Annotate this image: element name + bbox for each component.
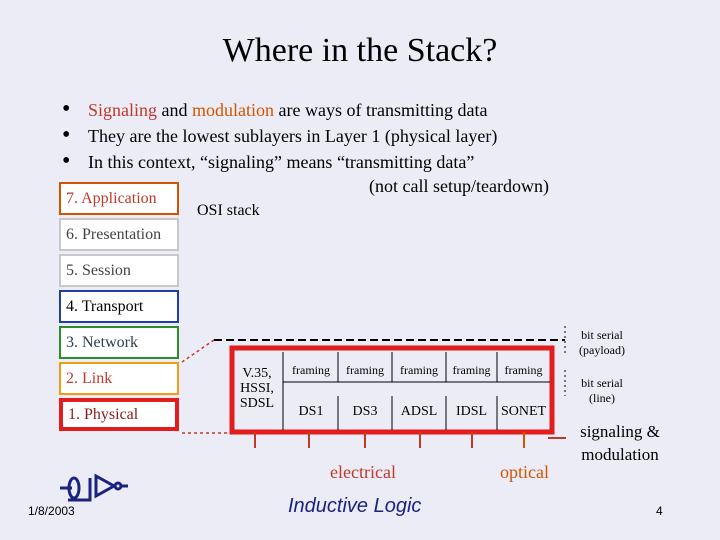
signal-ds3: DS3: [352, 404, 378, 419]
v35-hssi-sdsl-label: V.35, HSSI, SDSL: [239, 366, 275, 411]
signaling-modulation-label: signaling & modulation: [580, 422, 660, 464]
layer-application: 7. Application: [59, 182, 179, 215]
signal-sonet: SONET: [500, 404, 547, 419]
bullet-3: In this context, “signaling” means “tran…: [88, 152, 475, 172]
framing-cell: framing: [452, 363, 491, 377]
osi-stack-label: OSI stack: [197, 202, 260, 219]
layer-presentation: 6. Presentation: [59, 218, 179, 251]
bullet-1-and: and: [157, 100, 193, 120]
layer-network: 3. Network: [59, 326, 179, 359]
physical-box: [229, 345, 555, 435]
framing-cell: framing: [504, 363, 543, 377]
framing-cell: framing: [292, 363, 330, 377]
bullet-1: Signaling and modulation are ways of tra…: [88, 100, 487, 121]
bullet-2: They are the lowest sublayers in Layer 1…: [88, 126, 498, 146]
bullet-dot: •: [62, 96, 71, 122]
signaling-term: Signaling: [88, 100, 158, 120]
bullet-dot: •: [62, 122, 71, 148]
layer-physical: 1. Physical: [59, 398, 179, 431]
bullet-3-continuation: (not call setup/teardown): [369, 176, 549, 196]
modulation-term: modulation: [192, 100, 275, 120]
signal-adsl: ADSL: [400, 404, 438, 419]
electrical-label: electrical: [330, 462, 396, 482]
framing-cell: framing: [400, 363, 438, 377]
optical-label: optical: [500, 462, 549, 482]
bullet-1-rest: are ways of transmitting data: [274, 100, 488, 120]
signal-idsl: IDSL: [455, 404, 488, 419]
bit-serial-line-label: bit serial (line): [581, 376, 623, 405]
bullet-dot: •: [62, 148, 71, 174]
layer-link: 2. Link: [59, 362, 179, 395]
slide-title: Where in the Stack?: [222, 32, 498, 69]
signal-ds1: DS1: [298, 404, 324, 419]
connector-dotted-top: [181, 339, 215, 363]
layer-transport: 4. Transport: [59, 290, 179, 323]
layer-session: 5. Session: [59, 254, 179, 287]
footer-brand: Inductive Logic: [288, 495, 422, 517]
page-number: 4: [656, 504, 663, 518]
logo-icon: [60, 473, 128, 502]
bit-serial-payload-label: bit serial (payload): [579, 328, 625, 357]
footer-date: 1/8/2003: [28, 504, 75, 518]
framing-cell: framing: [346, 363, 384, 377]
